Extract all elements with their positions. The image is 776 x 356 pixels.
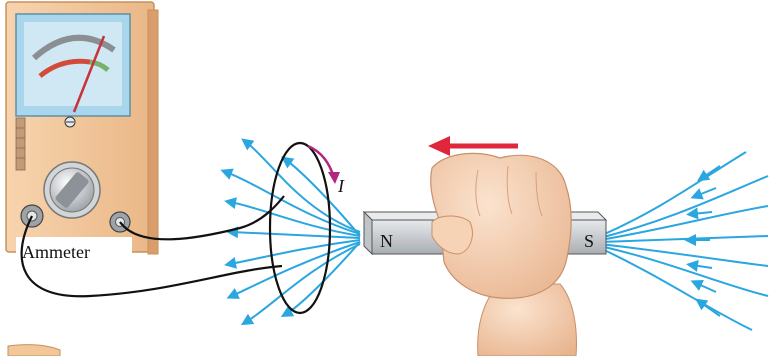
ammeter-range-strip <box>15 117 26 171</box>
magnet-end-face <box>363 210 373 256</box>
south-pole-label: S <box>584 231 594 251</box>
north-pole-label: N <box>380 231 393 251</box>
ammeter-needle <box>72 35 106 113</box>
finger-crease-1 <box>475 169 481 217</box>
hand <box>430 152 577 356</box>
dial-knob-icon <box>43 161 101 219</box>
ammeter-label-bg <box>16 237 132 263</box>
finger-crease-3 <box>535 171 543 217</box>
ammeter-corner-fragment <box>7 344 61 356</box>
ammeter-scale-green <box>89 59 110 72</box>
field-lines-right <box>599 151 769 331</box>
left-arrow-icon <box>428 136 518 156</box>
finger-crease-2 <box>506 165 513 215</box>
ammeter: Ammeter <box>5 1 159 263</box>
ammeter-label: Ammeter <box>22 242 90 262</box>
field-lines-left <box>220 138 361 326</box>
ammeter-scale-gray <box>31 34 116 61</box>
wire-loop <box>268 141 332 315</box>
hand-fingers <box>430 152 572 299</box>
hand-thumb <box>431 215 473 255</box>
ammeter-scale-red <box>38 58 91 78</box>
curved-arrow-icon <box>307 144 340 184</box>
hand-wrist <box>477 283 577 356</box>
connecting-wires <box>20 195 285 298</box>
ammeter-side <box>147 9 159 255</box>
current-label: I <box>337 176 345 196</box>
